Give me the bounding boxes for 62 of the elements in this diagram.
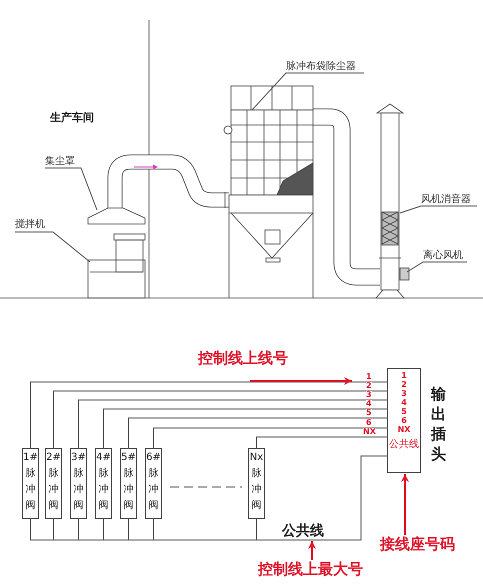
valve-number: 5# xyxy=(121,451,136,465)
control-wire xyxy=(256,436,388,448)
control-wire xyxy=(78,400,388,448)
annotation-arrow xyxy=(250,377,352,385)
valve-label: 脉冲阀 xyxy=(48,466,58,513)
pin-number: 3 xyxy=(401,389,407,398)
valve-box xyxy=(248,448,265,519)
pin-number: 4 xyxy=(401,398,407,407)
annotation-arrow xyxy=(308,541,316,560)
pin-label: 公共线 xyxy=(389,438,419,451)
valve-number: 6# xyxy=(146,451,161,465)
part-label: 风机消音器 xyxy=(421,193,477,206)
valve-box xyxy=(70,448,87,519)
leader-line xyxy=(14,232,90,262)
pin-number: 5 xyxy=(401,407,407,416)
annotation-text: 接线座号码 xyxy=(380,535,466,553)
valve-number: 3# xyxy=(71,451,86,465)
part-label: 离心风机 xyxy=(423,249,467,262)
valve-box xyxy=(95,448,112,519)
valve-box xyxy=(145,448,162,519)
pin-number: 1 xyxy=(401,371,407,380)
valve-label: 脉冲阀 xyxy=(124,466,134,513)
annotation-text: 控制线上最大号 xyxy=(258,560,376,578)
pin-number: 6 xyxy=(401,416,407,425)
control-wire xyxy=(30,382,388,448)
annotation-arrow xyxy=(401,474,409,535)
valve-box xyxy=(45,448,62,519)
valve-number: 4# xyxy=(96,451,111,465)
valve-number: 1# xyxy=(23,451,38,465)
control-wire xyxy=(103,408,388,448)
leader-line xyxy=(400,206,478,214)
part-label: 搅拌机 xyxy=(15,218,53,232)
leader-line xyxy=(406,262,468,272)
area-label: 生产车间 xyxy=(50,110,94,125)
connector-heading: 输出插头 xyxy=(431,384,447,464)
part-label: 集尘罩 xyxy=(45,155,81,168)
pin-number: 2 xyxy=(401,380,407,389)
valve-box xyxy=(120,448,137,519)
leader-line xyxy=(252,72,364,110)
control-wire xyxy=(153,428,388,448)
wire-number: 2 xyxy=(366,382,372,390)
valve-label: 脉冲阀 xyxy=(26,466,36,513)
control-wire xyxy=(53,390,388,448)
valve-number: Nx xyxy=(250,451,264,465)
pin-number: NX xyxy=(398,425,410,434)
wire-label: 公共线 xyxy=(282,523,324,539)
valve-label: 脉冲阀 xyxy=(98,466,108,513)
control-wire xyxy=(128,418,388,448)
wire-number: 3 xyxy=(366,391,372,399)
leader-line xyxy=(44,168,98,210)
valve-number: 2# xyxy=(46,451,61,465)
wire-number: NX xyxy=(363,428,376,436)
wire-number: 1 xyxy=(366,373,372,381)
valve-label: 脉冲阀 xyxy=(252,466,262,513)
wire-number: 5 xyxy=(366,409,372,417)
valve-label: 脉冲阀 xyxy=(148,466,158,513)
wire-number: 6 xyxy=(366,419,372,427)
part-label: 脉冲布袋除尘器 xyxy=(286,60,364,73)
valve-box xyxy=(22,448,39,519)
valve-label: 脉冲阀 xyxy=(74,466,84,513)
annotation-text: 控制线上线号 xyxy=(198,349,298,381)
wire-number: 4 xyxy=(366,400,372,408)
